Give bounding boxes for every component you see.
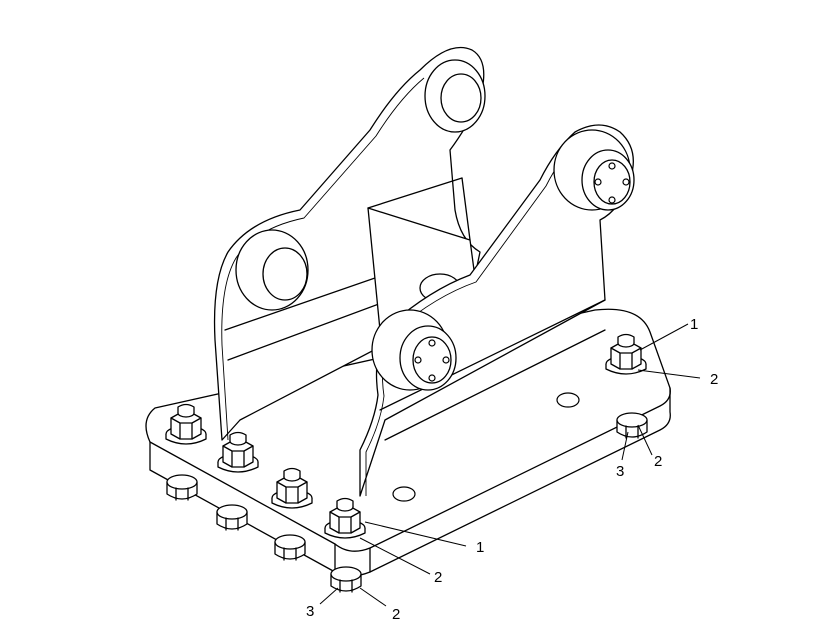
callout-2-front: 2	[434, 569, 442, 586]
bolt-head	[324, 497, 366, 539]
leader-line	[621, 431, 629, 461]
lock-nut	[274, 534, 306, 561]
leader-lines	[319, 323, 701, 607]
callout-2-bottom: 2	[392, 606, 400, 623]
front-ear-plate	[359, 124, 635, 497]
lock-nut	[166, 474, 198, 501]
callout-1-front: 1	[476, 539, 484, 556]
bolt-head	[271, 467, 313, 509]
bolt-head	[165, 403, 207, 445]
bolt-head	[217, 431, 259, 473]
callout-1-top: 1	[690, 316, 698, 333]
callout-2-top: 2	[710, 371, 718, 388]
leader-line	[359, 537, 431, 575]
leader-line	[364, 521, 467, 547]
leader-line	[639, 323, 689, 351]
lock-nut	[216, 504, 248, 531]
callout-2-right: 2	[654, 453, 662, 470]
callouts: 1 2 2 3 1 2 2 3	[306, 316, 718, 623]
bottom-nut-group	[166, 412, 648, 593]
callout-3-bottom: 3	[306, 603, 314, 620]
leader-line	[359, 587, 387, 607]
lock-nut	[616, 412, 648, 439]
leader-line	[319, 587, 339, 605]
top-bolt-group	[165, 333, 647, 539]
callout-3-right: 3	[616, 463, 624, 480]
leader-line	[637, 369, 701, 379]
lock-nut	[330, 566, 362, 593]
rear-ear-plate	[213, 46, 486, 441]
bolt-head	[605, 333, 647, 375]
leader-line	[637, 424, 653, 456]
